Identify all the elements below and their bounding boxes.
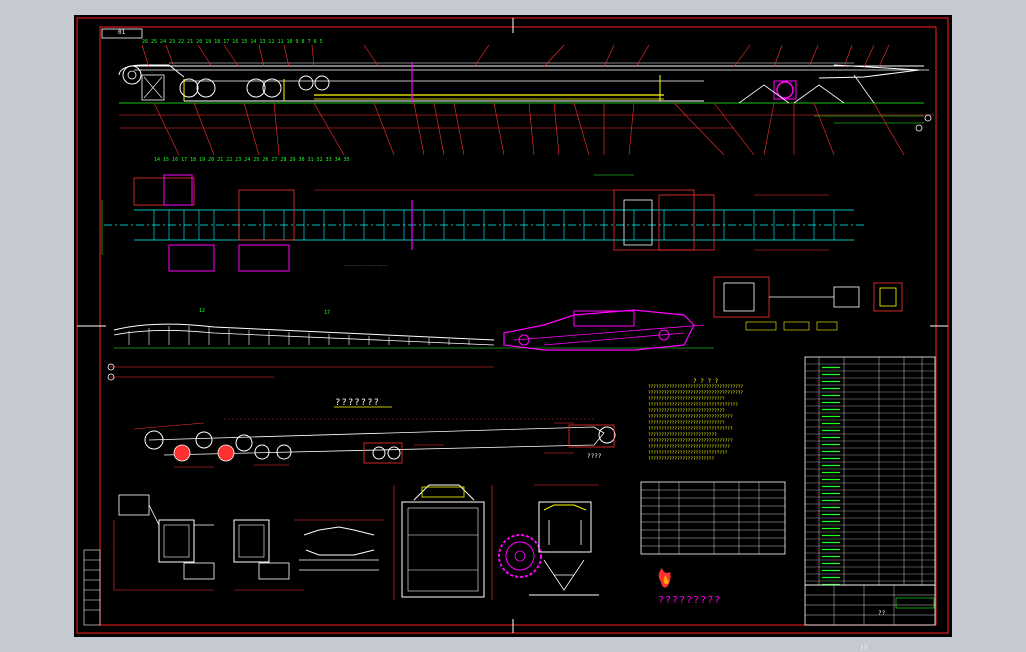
bottom-detail-views xyxy=(113,484,599,600)
technical-note-line: ????????????????????????????? xyxy=(648,421,725,426)
svg-text:12: 12 xyxy=(199,308,205,314)
technical-notes-body: ????????????????????????????????????????… xyxy=(648,385,798,463)
drive-label: ???? xyxy=(587,453,602,460)
technical-note-line: ???????????????????????????????? xyxy=(648,439,733,444)
technical-note-line: ????????????????????????????? xyxy=(648,409,725,414)
logo-caption: ????????? xyxy=(658,595,722,606)
technical-note-line: ?????????????????????????????? xyxy=(648,451,728,456)
svg-text:------------------------: ------------------------ xyxy=(344,263,388,267)
conveyor-section-label: ??????? xyxy=(335,398,380,408)
svg-text:14 15 16 17 18 19 20 21 22 23: 14 15 16 17 18 19 20 21 22 23 24 25 26 2… xyxy=(154,157,350,163)
bom-table-small xyxy=(640,481,786,555)
technical-note-line: ????????????????????????? xyxy=(648,457,715,462)
svg-text:17: 17 xyxy=(324,310,330,316)
technical-note-line: ??????????????????????????????? xyxy=(648,445,730,450)
secondary-elevation-view: 12 17 xyxy=(107,308,714,381)
technical-note-line: ???????????????????????????????? xyxy=(648,427,733,432)
technical-notes: ? ? ? ? ????????????????????????????????… xyxy=(648,378,798,463)
title-block xyxy=(804,584,936,626)
drive-unit-detail-view xyxy=(713,276,903,331)
outer-frame xyxy=(76,17,949,634)
engineering-drawing: 26 25 24 23 22 21 20 19 18 17 16 15 14 1… xyxy=(76,17,949,634)
left-revision-strip xyxy=(83,549,101,626)
parts-list-table xyxy=(804,356,936,586)
side-elevation-view: 26 25 24 23 22 21 20 19 18 17 16 15 14 1… xyxy=(118,39,934,163)
right-tag: ?? xyxy=(860,645,868,652)
sheet-id: 01 xyxy=(118,29,126,36)
technical-note-line: ?????????????????????????????????? xyxy=(648,403,738,408)
sheet-id-box xyxy=(101,28,143,39)
title-block-name: ?? xyxy=(878,610,886,617)
cad-viewport[interactable]: 26 25 24 23 22 21 20 19 18 17 16 15 14 1… xyxy=(74,15,952,652)
svg-text:26 25 24 23 22 21 20 19 18 17: 26 25 24 23 22 21 20 19 18 17 16 15 14 1… xyxy=(142,39,323,45)
technical-note-line: ???????????????????????????????????? xyxy=(648,385,744,390)
technical-notes-title: ? ? ? ? xyxy=(693,378,719,385)
technical-note-line: ???????????????????????????????? xyxy=(648,415,733,420)
technical-note-line: ?????????????????????????? xyxy=(648,433,717,438)
flame-logo-icon xyxy=(658,568,671,588)
belt-routing-diagram xyxy=(133,406,616,468)
technical-note-line: ????????????????????????????? xyxy=(648,397,725,402)
technical-note-line: ???????????????????????????????????? xyxy=(648,391,744,396)
plan-view: ------------------------ xyxy=(101,174,864,272)
